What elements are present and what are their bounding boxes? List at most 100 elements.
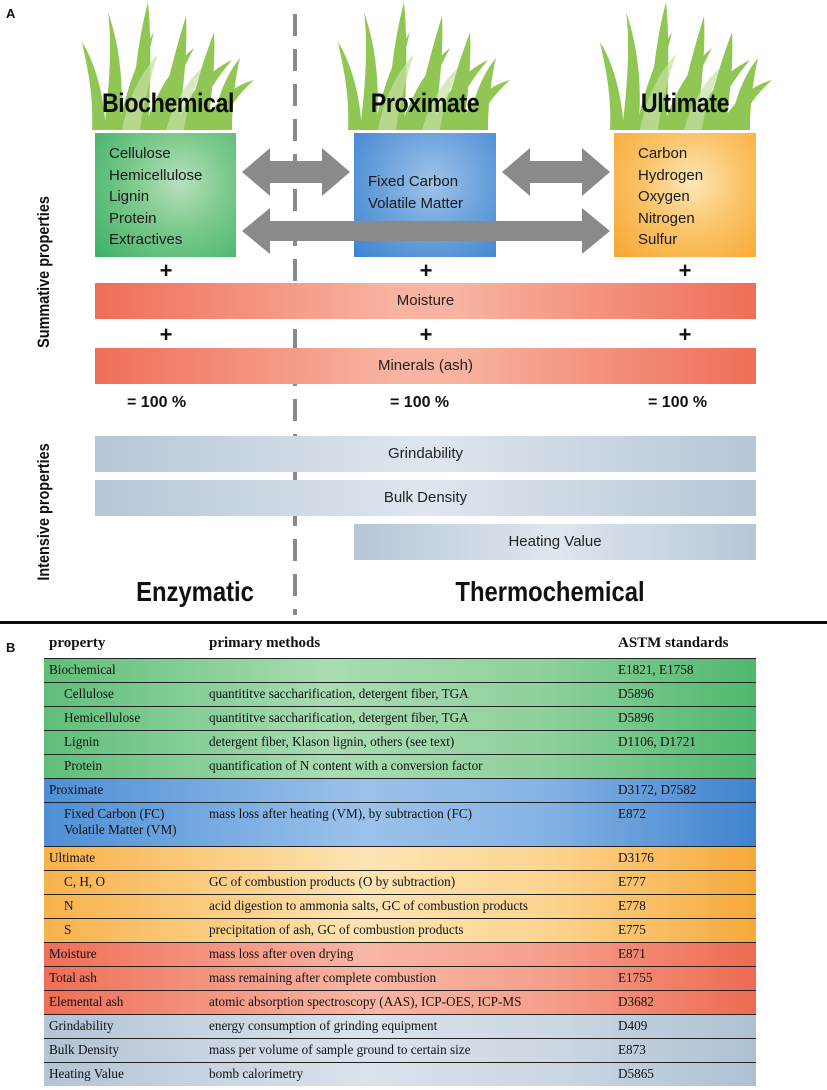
cell-property: Heating Value [49,1066,124,1081]
plus-sign: + [419,258,433,283]
item-protein: Protein [109,209,157,227]
cell-methods: precipitation of ash, GC of combustion p… [209,922,464,937]
cell-property: Cellulose [64,686,114,701]
cell-property: Bulk Density [49,1042,119,1057]
item-hydrogen: Hydrogen [638,166,704,184]
cell-astm: D3172, D7582 [618,782,697,797]
cell-astm: E873 [618,1042,646,1057]
cell-astm: D5865 [618,1066,654,1081]
cell-methods: mass per volume of sample ground to cert… [209,1042,471,1057]
cell-astm: E777 [618,874,646,889]
cell-astm: D1106, D1721 [618,734,696,749]
table-row: Protein quantification of N content with … [44,754,756,778]
double-arrow-icon-biochemical-proximate [242,148,350,196]
item-lignin: Lignin [109,188,150,205]
cell-methods: energy consumption of grinding equipment [209,1018,438,1033]
box-biochemical: Cellulose Hemicellulose Lignin Protein E… [95,133,236,257]
cell-property: Lignin [64,734,100,749]
bulk-density-label: Bulk Density [383,489,468,506]
cell-methods: quantification of N content with a conve… [209,758,483,773]
methods-table: property primary methods ASTM standards … [44,631,756,1086]
cell-methods: detergent fiber, Klason lignin, others (… [209,734,455,749]
table-row: Total ash mass remaining after complete c… [44,966,756,990]
cell-methods: mass loss after heating (VM), by subtrac… [209,806,472,821]
minerals-label: Minerals (ash) [377,357,474,374]
cell-astm: D3682 [618,994,654,1009]
grass-icon-biochemical [82,2,254,130]
moisture-bar: Moisture [95,283,756,319]
moisture-label: Moisture [396,292,455,309]
double-arrow-icon-biochemical-ultimate [242,208,610,254]
summative-properties-label: Summative properties [34,196,53,348]
equals-100-proximate: = 100 % [390,394,450,411]
minerals-bar: Minerals (ash) [95,348,756,384]
equals-100-ultimate: = 100 % [648,394,708,411]
cell-astm: E1755 [618,970,653,985]
table-row: Grindability energy consumption of grindi… [44,1014,756,1038]
intensive-properties-label: Intensive properties [34,443,53,581]
table-row: Heating Value bomb calorimetry D5865 [44,1062,756,1086]
heating-value-bar: Heating Value [354,524,756,560]
cell-methods: quantititve saccharification, detergent … [209,686,469,701]
cell-property: Protein [64,758,103,773]
title-biochemical: Biochemical [101,88,235,118]
cell-astm: D5896 [618,686,654,701]
cell-methods: mass loss after oven drying [209,946,354,961]
cell-astm: E871 [618,946,646,961]
cell-property: Fixed Carbon (FC) [64,806,165,821]
cell-property-line2: Volatile Matter (VM) [64,822,177,837]
heating-value-label: Heating Value [508,533,602,550]
item-hemicellulose: Hemicellulose [109,166,203,184]
box-proximate: Fixed Carbon Volatile Matter [354,133,496,257]
cell-property: Moisture [49,946,97,961]
item-sulfur: Sulfur [638,231,678,248]
panel-divider [0,621,827,624]
item-volatile-matter: Volatile Matter [368,194,464,212]
table-row: Fixed Carbon (FC)Volatile Matter (VM) mas… [44,802,756,846]
item-extractives: Extractives [109,231,183,248]
grass-icon-ultimate [600,2,772,130]
thermochemical-label: Thermochemical [455,576,645,607]
plus-sign: + [678,258,692,283]
grass-icon-proximate [338,2,510,130]
item-nitrogen: Nitrogen [638,209,695,227]
item-cellulose: Cellulose [109,145,171,162]
cell-methods: atomic absorption spectroscopy (AAS), IC… [209,994,522,1009]
enzymatic-label: Enzymatic [136,576,254,607]
cell-property: Total ash [49,970,97,985]
header-astm: ASTM standards [618,635,729,651]
double-arrow-icon-proximate-ultimate [502,148,610,196]
cell-methods: bomb calorimetry [209,1066,304,1081]
cell-methods: mass remaining after complete combustion [209,970,437,985]
cell-property: N [64,898,74,913]
cell-property: C, H, O [64,874,106,889]
plus-sign: + [159,258,173,283]
cell-astm: E778 [618,898,646,913]
cell-astm: D3176 [618,850,654,865]
cell-astm: E1821, E1758 [618,662,694,677]
plus-sign: + [159,322,173,347]
equals-100-biochemical: = 100 % [127,394,187,411]
cell-property: S [64,922,72,937]
grindability-bar: Grindability [95,436,756,472]
cell-astm: D5896 [618,710,654,725]
cell-methods: quantititve saccharification, detergent … [209,710,469,725]
cell-property: Grindability [49,1018,114,1033]
title-proximate: Proximate [370,88,480,118]
item-fixed-carbon: Fixed Carbon [368,173,459,190]
item-carbon: Carbon [638,145,688,162]
table-row: Cellulose quantititve saccharification, d… [44,682,756,706]
table-row: Bulk Density mass per volume of sample gr… [44,1038,756,1062]
cell-property: Proximate [49,782,104,797]
table-row: Proximate D3172, D7582 [44,778,756,802]
title-ultimate: Ultimate [640,88,730,118]
cell-astm: D409 [618,1018,648,1033]
item-oxygen: Oxygen [638,188,690,205]
cell-astm: E775 [618,922,646,937]
table-row: Lignin detergent fiber, Klason lignin, ot… [44,730,756,754]
